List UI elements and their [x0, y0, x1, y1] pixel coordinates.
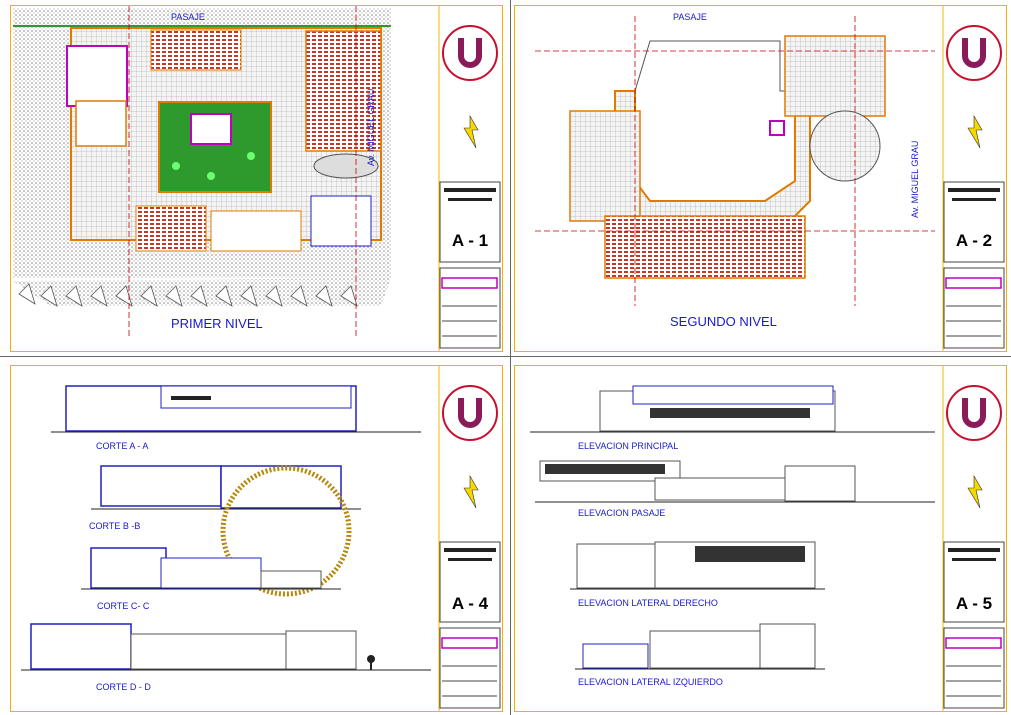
sheet-divider-horizontal	[0, 356, 1011, 357]
elevation-label-derecho: ELEVACION LATERAL DERECHO	[578, 598, 718, 608]
elevation-label-principal: ELEVACION PRINCIPAL	[578, 441, 679, 451]
plan-first-floor	[13, 6, 501, 351]
elevation-label-pasaje: ELEVACION PASAJE	[578, 508, 666, 518]
section-label-b: CORTE B -B	[89, 521, 141, 531]
section-label-d: CORTE D - D	[96, 682, 151, 692]
sheet-a4: CORTE A - A CORTE B -B CORTE C- C CORTE …	[10, 365, 503, 712]
plan-second-floor	[535, 6, 1005, 351]
elevation-label-izquierdo: ELEVACION LATERAL IZQUIERDO	[578, 677, 723, 687]
sheet-number: A - 2	[955, 231, 993, 250]
street-label: Av. MIGUEL GRAU	[366, 88, 376, 166]
pasaje-label: PASAJE	[673, 12, 707, 22]
pasaje-label: PASAJE	[171, 12, 205, 22]
sheet-divider-vertical	[510, 0, 511, 715]
sheet-number: A - 5	[955, 594, 993, 613]
street-label: Av. MIGUEL GRAU	[910, 140, 920, 218]
sheet-a2: PASAJE Av. MIGUEL GRAU SEGUNDO NIVEL A -…	[514, 5, 1007, 352]
sections-drawing	[21, 366, 501, 711]
section-label-a: CORTE A - A	[96, 441, 149, 451]
elevations-drawing	[530, 366, 1005, 711]
plan-title: PRIMER NIVEL	[171, 316, 263, 331]
sheet-a1: PASAJE Av. MIGUEL GRAU PRIMER NIVEL A - …	[10, 5, 503, 352]
sheet-number: A - 1	[451, 231, 489, 250]
section-label-c: CORTE C- C	[97, 601, 150, 611]
plan-title: SEGUNDO NIVEL	[670, 314, 777, 329]
sheet-a5: ELEVACION PRINCIPAL ELEVACION PASAJE ELE…	[514, 365, 1007, 712]
sheet-number: A - 4	[451, 594, 489, 613]
